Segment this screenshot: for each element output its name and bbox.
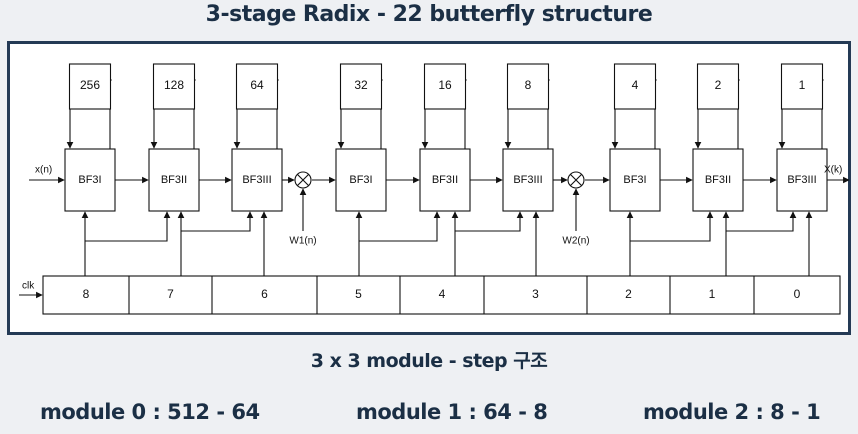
delay-label: 1 bbox=[799, 78, 806, 92]
butterfly-label: BF3III bbox=[787, 174, 816, 186]
control-wire bbox=[359, 211, 441, 242]
diagram-subtitle: 3 x 3 module - step 구조 bbox=[310, 350, 548, 372]
counter-bit: 4 bbox=[439, 287, 446, 301]
multiplier-cross bbox=[570, 174, 582, 186]
butterfly-box bbox=[335, 148, 387, 212]
slide-title: 3-stage Radix - 22 butterfly structure bbox=[205, 2, 653, 27]
butterfly-box bbox=[148, 148, 200, 212]
butterfly-label: BF3III bbox=[513, 174, 542, 186]
delay-label: 4 bbox=[632, 78, 639, 92]
butterfly-label: BF3II bbox=[161, 174, 187, 186]
butterfly-box bbox=[231, 148, 283, 212]
module-2-label: module 2 : 8 - 1 bbox=[643, 400, 821, 424]
counter-bit: 5 bbox=[355, 287, 362, 301]
control-wire bbox=[181, 211, 254, 232]
butterfly-box bbox=[64, 148, 116, 212]
control-wire bbox=[726, 211, 797, 232]
butterfly-label: BF3II bbox=[705, 174, 731, 186]
delay-label: 16 bbox=[438, 78, 452, 92]
module-0-label: module 0 : 512 - 64 bbox=[40, 400, 260, 424]
module-1-label: module 1 : 64 - 8 bbox=[356, 400, 548, 424]
module-summary: module 0 : 512 - 64 module 1 : 64 - 8 mo… bbox=[0, 400, 858, 434]
delay-label: 32 bbox=[354, 78, 368, 92]
counter-bit: 0 bbox=[794, 287, 801, 301]
control-wire bbox=[85, 211, 171, 242]
delay-box bbox=[339, 63, 383, 110]
delay-box bbox=[506, 63, 550, 110]
delay-box bbox=[152, 63, 196, 110]
delay-label: 256 bbox=[80, 78, 100, 92]
delay-label: 64 bbox=[250, 78, 264, 92]
counter-bit: 3 bbox=[532, 287, 539, 301]
delay-label: 8 bbox=[525, 78, 532, 92]
butterfly-box bbox=[419, 148, 471, 212]
delay-box bbox=[613, 63, 657, 110]
delay-label: 128 bbox=[164, 78, 184, 92]
delay-box bbox=[780, 63, 824, 110]
delay-box bbox=[235, 63, 279, 110]
butterfly-box bbox=[502, 148, 554, 212]
output-label: X(k) bbox=[824, 165, 842, 176]
counter-bit: 6 bbox=[261, 287, 268, 301]
butterfly-label: BF3I bbox=[623, 174, 646, 186]
counter-bit: 2 bbox=[625, 287, 632, 301]
delay-box bbox=[696, 63, 740, 110]
clock-label: clk bbox=[22, 281, 35, 292]
delay-box bbox=[68, 63, 112, 110]
multiplier-cross bbox=[297, 174, 309, 186]
butterfly-box bbox=[776, 148, 828, 212]
counter-bit: 8 bbox=[83, 287, 90, 301]
butterfly-label: BF3III bbox=[242, 174, 271, 186]
control-wire bbox=[630, 211, 714, 242]
control-wire bbox=[455, 211, 524, 232]
twiddle-label: W2(n) bbox=[562, 236, 589, 247]
butterfly-box bbox=[609, 148, 661, 212]
butterfly-label: BF3I bbox=[349, 174, 372, 186]
delay-box bbox=[423, 63, 467, 110]
counter-bit: 7 bbox=[167, 287, 174, 301]
counter-bit: 1 bbox=[709, 287, 716, 301]
input-label: x(n) bbox=[35, 165, 52, 176]
butterfly-box bbox=[692, 148, 744, 212]
delay-label: 2 bbox=[715, 78, 722, 92]
butterfly-label: BF3I bbox=[78, 174, 101, 186]
counter-register bbox=[42, 275, 841, 315]
twiddle-label: W1(n) bbox=[289, 236, 316, 247]
butterfly-label: BF3II bbox=[432, 174, 458, 186]
